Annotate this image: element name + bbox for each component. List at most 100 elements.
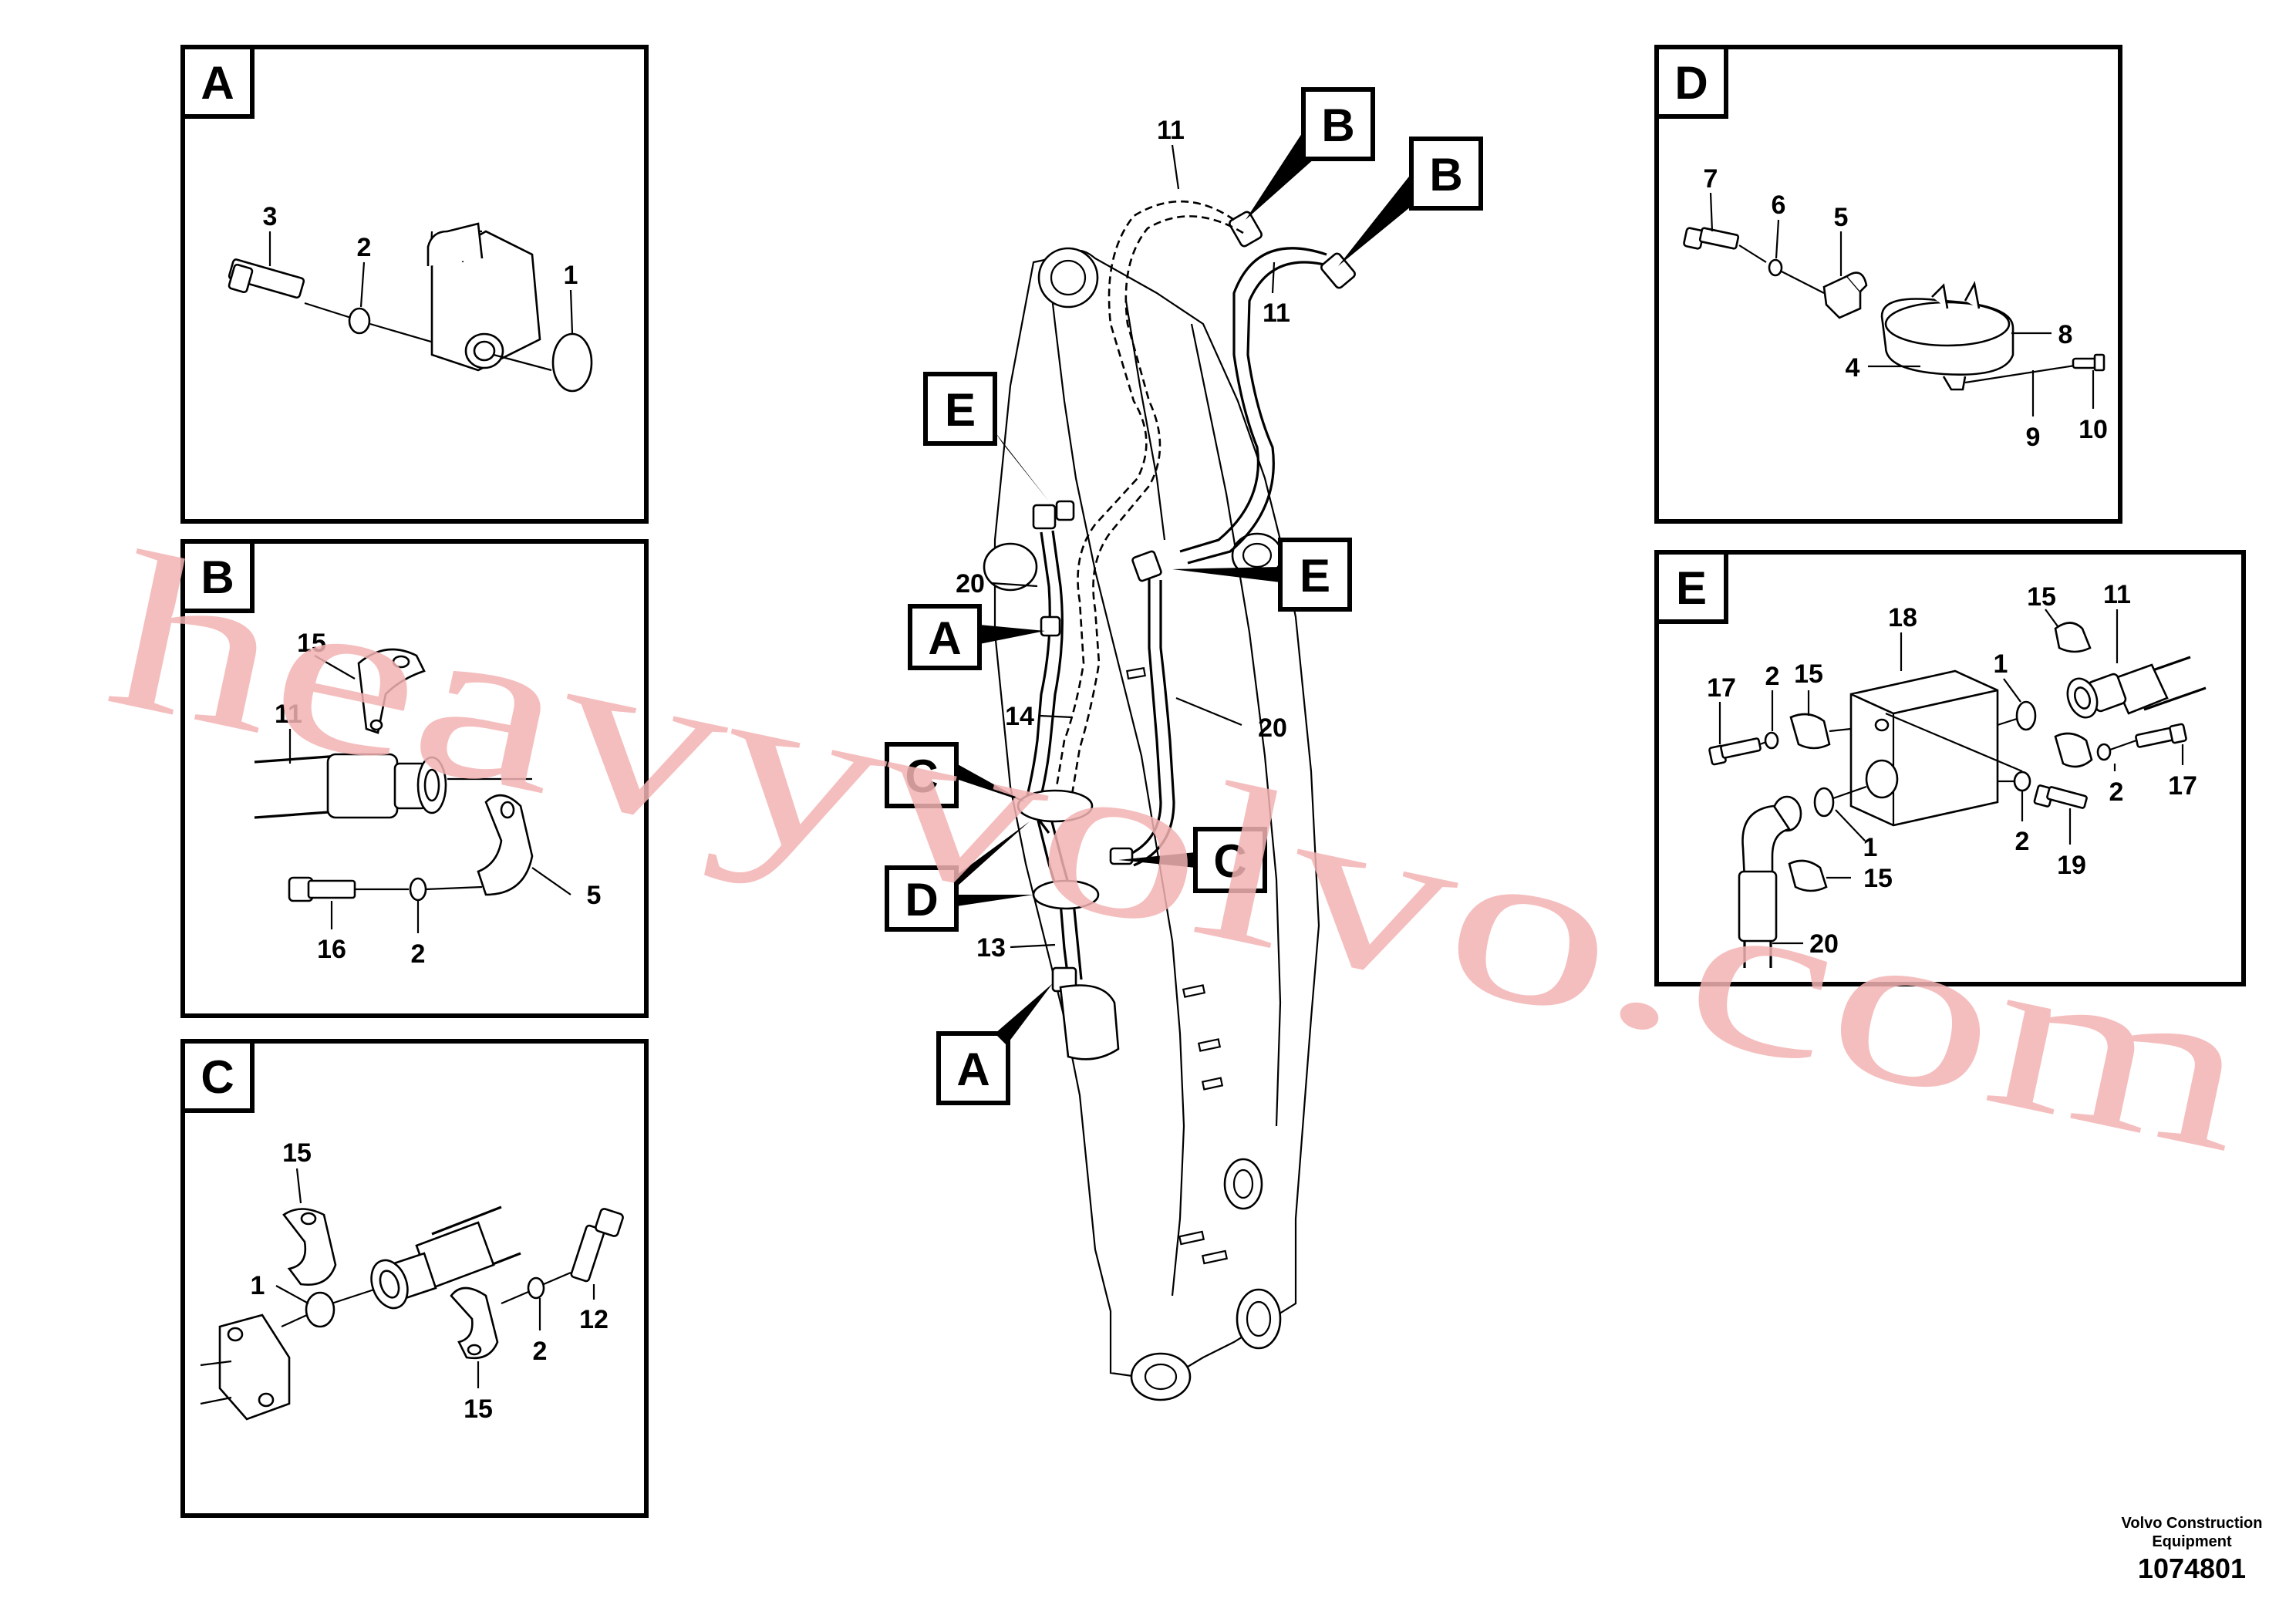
pivot-boss	[1037, 247, 1099, 309]
bolt-part-2	[1708, 737, 1762, 766]
callout-e-1-bottom: 1	[1863, 833, 1878, 862]
hose-routing	[1017, 200, 1356, 1061]
split-flange-half-part-2	[450, 1286, 499, 1360]
bolt-part	[2135, 723, 2187, 748]
clamp-ring-part	[1880, 281, 2014, 391]
callout-d-7: 7	[1704, 164, 1718, 194]
o-ring-part	[305, 1291, 335, 1328]
callout-c-15-top: 15	[282, 1138, 312, 1168]
main-callout-13: 13	[976, 933, 1006, 963]
callout-e-1-top: 1	[1994, 649, 2008, 679]
washer-part	[2096, 743, 2112, 761]
elbow-hose-part	[1738, 795, 1802, 968]
footer: Volvo Construction Equipment 1074801	[2122, 1515, 2263, 1584]
o-ring-part	[2015, 700, 2037, 731]
main-tag-c-1: C	[905, 750, 938, 802]
main-tag-c-2: C	[1213, 835, 1246, 887]
washer-part-3	[2013, 771, 2031, 792]
callout-e-17-left: 17	[1707, 673, 1736, 703]
callout-e-20: 20	[1809, 929, 1839, 959]
main-tag-d: D	[905, 874, 938, 926]
callout-c-1: 1	[251, 1271, 265, 1300]
bolt-part	[228, 258, 305, 299]
hose-11-solid	[1179, 247, 1327, 553]
o-ring-part-2	[1813, 787, 1835, 818]
panel-b: B 15	[180, 539, 649, 1018]
panel-e: E	[1654, 550, 2246, 986]
split-flange-half-part-2	[2054, 732, 2093, 768]
callout-a-3: 3	[263, 202, 278, 231]
flange-part	[200, 1313, 291, 1421]
arm-assembly	[983, 247, 1320, 1401]
pivot-boss-6	[1130, 1352, 1192, 1401]
split-flange-half-part	[282, 1208, 337, 1286]
panel-a: A 3 2 1	[180, 45, 649, 524]
callout-b-2: 2	[411, 939, 426, 969]
clamp-ring-c	[1017, 789, 1094, 823]
main-tag-a-2: A	[956, 1044, 990, 1095]
bolt-part	[1683, 227, 1740, 250]
main-labels: B B E E A A C C D 11 11 20	[885, 87, 1483, 1105]
split-flange-half-part	[357, 648, 426, 734]
pivot-boss-2	[983, 542, 1038, 592]
callout-e-15-left: 15	[1794, 659, 1823, 689]
callout-a-1: 1	[564, 261, 578, 290]
pivot-boss-4	[1223, 1158, 1263, 1210]
callout-e-15-top: 15	[2027, 582, 2056, 612]
callout-e-15-bottom: 15	[1863, 864, 1893, 893]
callout-a-2: 2	[357, 233, 372, 262]
callout-e-17-right: 17	[2168, 771, 2197, 801]
callout-d-8: 8	[2058, 320, 2073, 349]
callout-b-16: 16	[317, 935, 346, 964]
panel-c-tag: C	[201, 1051, 234, 1103]
callout-b-5: 5	[587, 881, 602, 910]
panel-d: D 7 6 5 8	[1654, 45, 2122, 524]
washer-part	[348, 307, 371, 335]
panel-c: C	[180, 1039, 649, 1518]
small-bolt-part	[2072, 353, 2106, 372]
washer-part	[527, 1276, 545, 1300]
panel-a-tag: A	[201, 57, 234, 109]
callout-d-9: 9	[2026, 423, 2041, 452]
split-flange-half-part-2	[477, 794, 534, 896]
flange-part	[426, 222, 541, 372]
callout-e-2-bottom: 2	[2015, 827, 2030, 856]
bolt-part-3	[2033, 784, 2088, 809]
callout-e-19: 19	[2057, 851, 2086, 880]
callout-e-18: 18	[1888, 603, 1917, 632]
main-callout-14: 14	[1005, 702, 1034, 731]
callout-c-12: 12	[579, 1305, 609, 1334]
callout-d-6: 6	[1772, 191, 1786, 220]
main-tag-a-1: A	[928, 612, 961, 664]
main-tag-b-1: B	[1321, 99, 1354, 151]
company-line-2: Equipment	[2152, 1533, 2232, 1550]
pivot-boss-5	[1236, 1288, 1282, 1350]
company-line-1: Volvo Construction	[2122, 1515, 2263, 1532]
washer-part	[409, 877, 427, 902]
manifold-block-part	[1849, 669, 1999, 827]
watermark: heavyvolvo.com	[92, 505, 2271, 1200]
callout-e-2-left: 2	[1765, 662, 1780, 691]
callout-d-4: 4	[1846, 353, 1860, 383]
bolt-part	[288, 876, 356, 902]
split-flange-half-part-4	[1788, 859, 1828, 892]
callout-b-15: 15	[297, 629, 326, 658]
washer-part	[1768, 258, 1783, 277]
clamp-block-part	[1822, 271, 1868, 319]
hose-fitting-part	[331, 1206, 521, 1310]
o-ring-part	[551, 332, 593, 393]
panel-b-tag: B	[201, 551, 234, 603]
callout-c-2: 2	[533, 1337, 548, 1366]
callout-c-15-bottom: 15	[464, 1394, 493, 1424]
callout-b-11: 11	[275, 700, 302, 729]
main-callout-20-left: 20	[956, 569, 985, 599]
main-callout-20-right: 20	[1258, 713, 1287, 743]
callout-e-2-right: 2	[2109, 777, 2124, 807]
main-callout-11-top: 11	[1157, 116, 1185, 145]
main-tag-e-1: E	[945, 384, 976, 436]
panel-d-tag: D	[1674, 57, 1708, 109]
hose-20	[1125, 578, 1162, 858]
hose-11-dashed	[1055, 200, 1235, 787]
hose-14	[1024, 531, 1051, 834]
hose-fitting-part	[2066, 656, 2207, 719]
